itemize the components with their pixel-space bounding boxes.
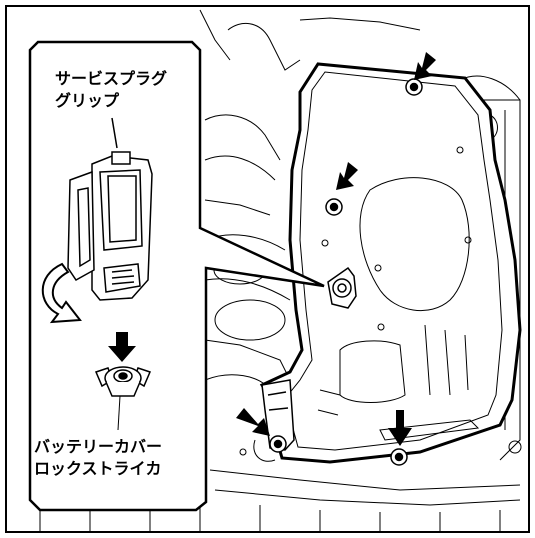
- label-lock-striker-line2: ロックストライカ: [34, 459, 162, 478]
- cover-bracket: [261, 379, 295, 451]
- arrow-icon-middle: [336, 162, 358, 190]
- rotate-arrow-icon: [41, 262, 82, 324]
- label-service-plug-grip-line2: グリップ: [55, 91, 120, 110]
- bolt-bottom: [390, 448, 408, 466]
- arrow-icon-lower-left: [236, 408, 270, 436]
- label-battery-cover-lock-striker: バッテリーカバー ロックストライカ: [34, 436, 162, 480]
- service-plug-grip: [67, 117, 153, 301]
- bolt-lower-left: [269, 435, 287, 453]
- outer-frame: [5, 5, 530, 533]
- label-lock-striker-line1: バッテリーカバー: [34, 437, 163, 456]
- lock-striker-installed: [327, 266, 357, 309]
- cover-bolts: [269, 78, 423, 466]
- label-service-plug-grip-line1: サービスプラグ: [55, 69, 168, 88]
- bolt-arrows: [236, 52, 436, 446]
- arrow-icon-top: [414, 52, 436, 80]
- bolt-top: [405, 78, 423, 96]
- battery-cover: [259, 62, 522, 464]
- arrow-icon: [108, 332, 136, 362]
- battery-cover-lock-striker: [94, 366, 152, 431]
- arrow-icon-bottom: [388, 410, 412, 446]
- bolt-middle: [325, 198, 343, 216]
- label-service-plug-grip: サービスプラグ グリップ: [55, 68, 167, 112]
